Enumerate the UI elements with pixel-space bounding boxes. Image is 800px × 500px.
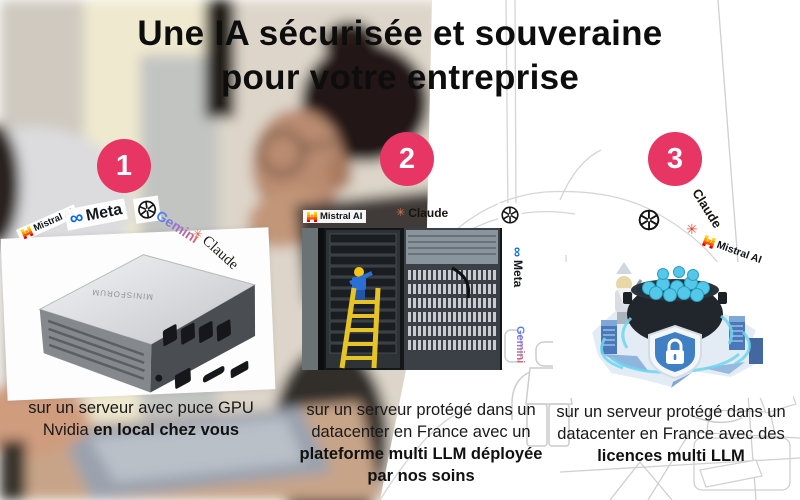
step-1-caption-bold: en local chez vous bbox=[93, 420, 240, 439]
logo-openai-3 bbox=[637, 208, 661, 232]
step-3-caption-regular: sur un serveur protégé dans un datacente… bbox=[556, 403, 786, 443]
meta-infinity-icon: ∞ bbox=[510, 247, 526, 257]
logo-openai-2 bbox=[498, 203, 522, 227]
logo-gemini-2-vertical: Gemini bbox=[514, 326, 526, 363]
step-1-image-card: MINISFORUM bbox=[0, 227, 276, 401]
openai-icon bbox=[501, 206, 519, 224]
claude-star-icon: ✳ bbox=[686, 221, 698, 237]
logo-openai-1 bbox=[133, 195, 162, 224]
step-3-caption-bold: licences multi LLM bbox=[597, 446, 745, 465]
step-1-badge: 1 bbox=[97, 139, 151, 193]
mistral-wordmark: Mistral AI bbox=[320, 211, 363, 222]
logo-meta-2-vertical: ∞ Meta bbox=[510, 243, 526, 292]
title-line-2: pour votre entreprise bbox=[220, 58, 580, 98]
step-2-caption-regular: sur un serveur protégé dans un datacente… bbox=[306, 401, 536, 441]
lego-france-cauldron-image bbox=[553, 262, 793, 398]
title-line-1: Une IA sécurisée et souveraine bbox=[137, 14, 663, 53]
step-2-image-datacenter bbox=[302, 228, 502, 375]
openai-icon bbox=[138, 200, 157, 219]
meta-infinity-icon: ∞ bbox=[67, 206, 86, 230]
claude-wordmark: Claude bbox=[408, 206, 449, 220]
sketch-lines bbox=[379, 0, 757, 500]
step-3-number: 3 bbox=[666, 142, 684, 175]
logo-mistral-2: Mistral AI bbox=[303, 210, 367, 223]
datacenter-image bbox=[302, 228, 502, 370]
step-2-caption: sur un serveur protégé dans un datacente… bbox=[288, 400, 554, 488]
mistral-icon bbox=[20, 225, 34, 239]
page-title: Une IA sécurisée et souveraine pour votr… bbox=[0, 12, 800, 100]
step-2-badge: 2 bbox=[380, 132, 434, 186]
step-1-caption: sur un serveur avec puce GPU Nvidia en l… bbox=[8, 398, 274, 442]
openai-icon bbox=[638, 209, 660, 231]
step-3-image-illustration bbox=[553, 262, 793, 403]
step-2-caption-bold: plateforme multi LLM déployée par nos so… bbox=[299, 444, 543, 485]
step-3-badge: 3 bbox=[648, 132, 702, 186]
logo-mistral-3: Mistral AI bbox=[702, 234, 763, 266]
mistral-icon bbox=[307, 211, 317, 222]
mistral-icon bbox=[702, 234, 717, 249]
sketch-bottom-right bbox=[559, 409, 800, 500]
security-shield bbox=[648, 324, 702, 380]
claude-star-icon: ✳ bbox=[396, 206, 406, 219]
meta-wordmark: Meta bbox=[511, 259, 525, 288]
padlock-icon bbox=[666, 338, 684, 364]
logo-mistral-1: Mistral AI bbox=[16, 204, 80, 242]
server-towers bbox=[601, 316, 763, 364]
mini-pc-image: MINISFORUM bbox=[38, 254, 257, 393]
step-1-number: 1 bbox=[115, 149, 133, 182]
logo-claude-2: ✳ Claude bbox=[396, 206, 448, 220]
cauldron bbox=[623, 266, 727, 344]
step-1-caption-regular: sur un serveur avec puce GPU Nvidia bbox=[28, 399, 254, 439]
ladder-and-figure bbox=[339, 267, 381, 369]
step-3-caption: sur un serveur protégé dans un datacente… bbox=[552, 402, 790, 468]
step-2-number: 2 bbox=[398, 142, 416, 175]
gemini-wordmark: Gemini bbox=[514, 326, 526, 364]
